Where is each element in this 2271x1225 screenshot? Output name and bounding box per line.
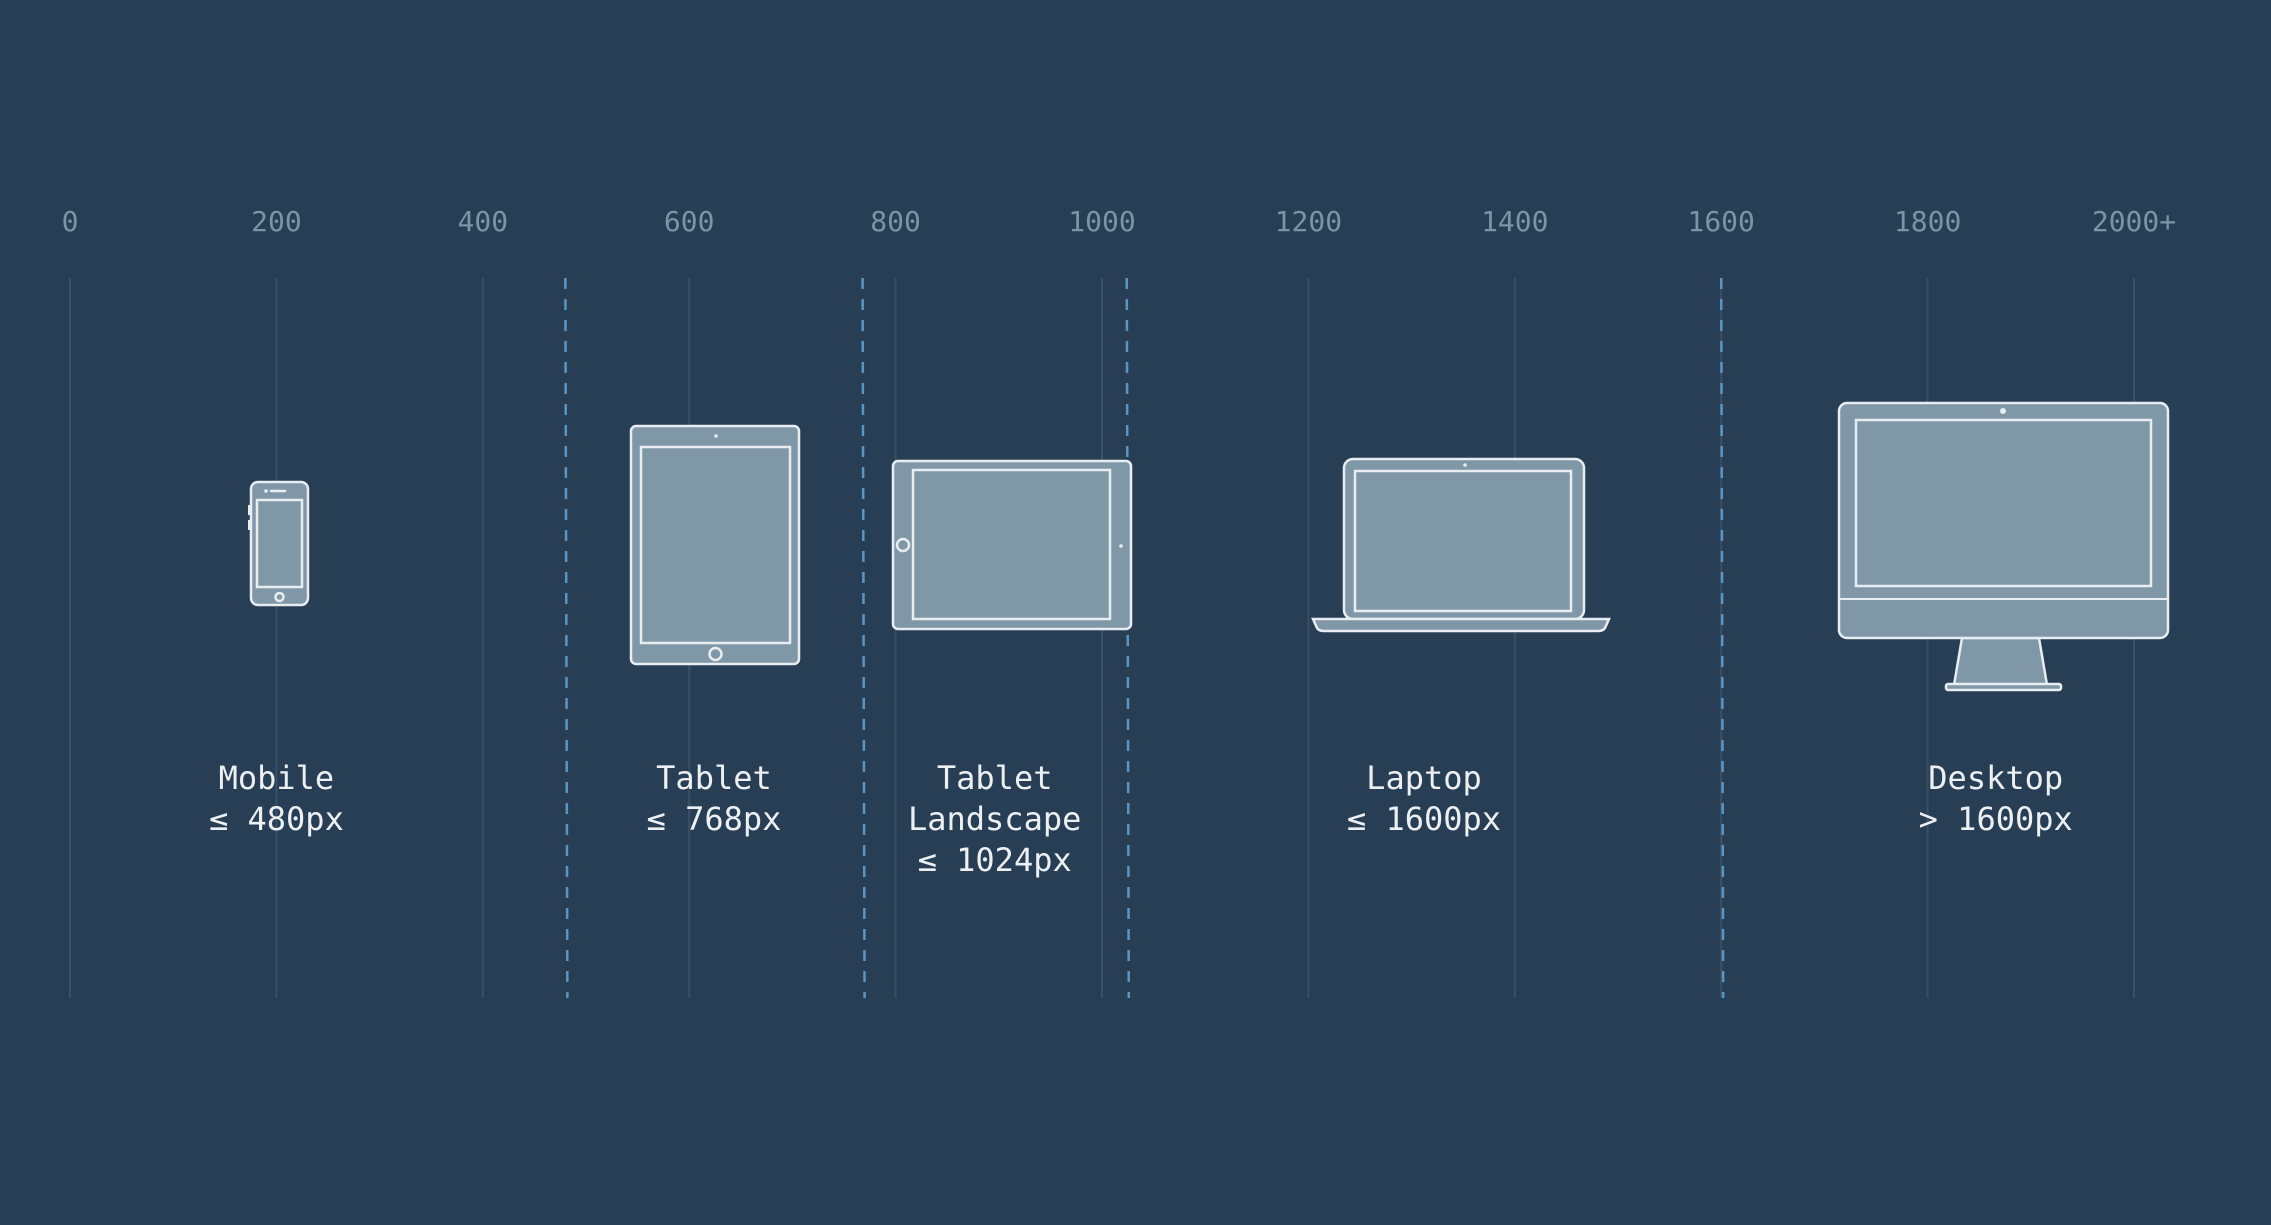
- tick-label: 1000: [1068, 205, 1135, 238]
- device-icons: [248, 401, 2170, 692]
- label-tablet: Tablet≤ 768px: [647, 759, 782, 838]
- label-desktop: Desktop> 1600px: [1919, 759, 2073, 838]
- tick-label: 0: [62, 205, 79, 238]
- grid-lines: [69, 278, 2135, 998]
- label-laptop: Laptop≤ 1600px: [1347, 759, 1501, 838]
- breakpoint-lines: [564, 277, 1725, 999]
- laptop-icon: [1311, 457, 1611, 633]
- label-mobile: Mobile≤ 480px: [209, 759, 344, 838]
- device-label-line: Desktop: [1928, 759, 2063, 797]
- tick-label: 1400: [1481, 205, 1548, 238]
- device-label-line: Mobile: [219, 759, 335, 797]
- device-label-line: Tablet: [937, 759, 1053, 797]
- device-label-line: ≤ 768px: [647, 800, 782, 838]
- tick-label: 200: [251, 205, 302, 238]
- device-label-line: ≤ 1024px: [918, 841, 1072, 879]
- device-label-line: Laptop: [1366, 759, 1482, 797]
- desktop-icon: [1837, 401, 2170, 692]
- tick-label: 400: [458, 205, 509, 238]
- device-label-line: ≤ 480px: [209, 800, 344, 838]
- tick-label: 600: [664, 205, 715, 238]
- tick-label: 1800: [1894, 205, 1961, 238]
- device-label-line: Tablet: [656, 759, 772, 797]
- scale-ticks: 0 200 400 600 800 1000 1200 1400 1600 1800 2000+: [62, 205, 2177, 238]
- breakpoint-line: [1719, 277, 1725, 999]
- breakpoint-line: [564, 277, 569, 999]
- tablet-icon: [629, 424, 801, 666]
- device-label-line: > 1600px: [1919, 800, 2073, 838]
- breakpoint-line: [1125, 277, 1131, 999]
- tick-label: 1200: [1275, 205, 1342, 238]
- device-label-line: Landscape: [908, 800, 1081, 838]
- breakpoint-line: [861, 277, 866, 999]
- phone-icon: [248, 480, 310, 607]
- tick-label: 1600: [1687, 205, 1754, 238]
- tick-label: 2000+: [2092, 205, 2176, 238]
- device-label-line: ≤ 1600px: [1347, 800, 1501, 838]
- tick-label: 800: [870, 205, 921, 238]
- tablet-landscape-icon: [891, 459, 1133, 631]
